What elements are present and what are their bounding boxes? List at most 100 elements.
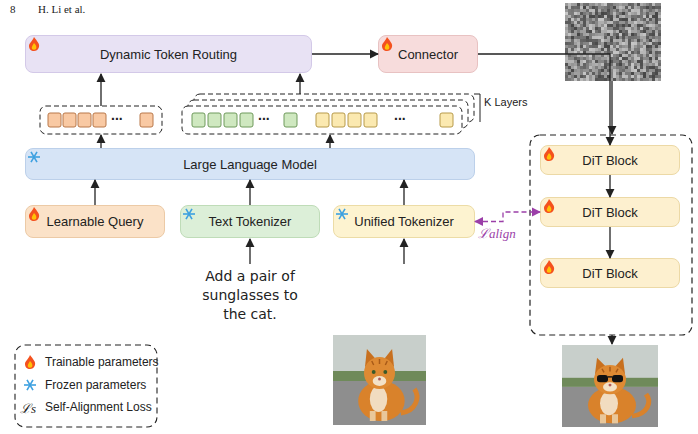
noise-pixel [622,3,625,6]
noise-pixel [577,27,580,30]
noise-pixel [586,3,589,6]
noise-pixel [601,48,604,51]
noise-pixel [586,18,589,21]
noise-pixel [658,12,661,15]
noise-pixel [586,15,589,18]
noise-pixel [586,63,589,66]
noise-pixel [658,54,661,57]
noise-pixel [601,24,604,27]
noise-pixel [640,18,643,21]
noise-pixel [580,30,583,33]
noise-pixel [577,60,580,63]
noise-pixel [643,9,646,12]
noise-pixel [652,69,655,72]
noise-pixel [592,12,595,15]
flame-outer [25,355,35,369]
snowflake-arm [186,209,192,219]
noise-pixel [586,6,589,9]
noise-pixel [649,15,652,18]
noise-pixel [565,9,568,12]
noise-pixel [628,66,631,69]
noise-pixel [640,45,643,48]
noise-pixel [580,63,583,66]
noise-pixel [652,6,655,9]
noise-pixel [616,3,619,6]
noise-pixel [577,12,580,15]
noise-pixel [574,57,577,60]
cat-muzzle [603,382,617,391]
noise-pixel [634,66,637,69]
noise-pixel [601,69,604,72]
noise-pixel [565,12,568,15]
noise-pixel [583,36,586,39]
noise-pixel [646,30,649,33]
noise-pixel [583,9,586,12]
noise-pixel [577,75,580,78]
ellipsis: ... [111,107,123,123]
noise-pixel [646,9,649,12]
noise-pixel [658,3,661,6]
noise-pixel [586,36,589,39]
noise-pixel [610,3,613,6]
noise-pixel [595,54,598,57]
noise-pixel [634,45,637,48]
noise-pixel [619,63,622,66]
road [562,387,658,427]
noise-pixel [622,63,625,66]
noise-pixel [574,18,577,21]
noise-pixel [583,21,586,24]
noise-pixel [631,39,634,42]
noise-pixel [586,24,589,27]
noise-pixel [640,12,643,15]
flame-outer [382,37,392,51]
noise-pixel [592,48,595,51]
flame-outer [544,199,554,213]
noise-pixel [634,33,637,36]
noise-pixel [586,27,589,30]
noise-pixel [655,18,658,21]
noise-pixel [607,75,610,78]
noise-pixel [586,9,589,12]
noise-pixel [640,33,643,36]
snowflake-arm [27,380,33,390]
noise-pixel [601,27,604,30]
noise-pixel [568,6,571,9]
noise-pixel [640,6,643,9]
frozen-icon [183,209,195,219]
noise-pixel [604,6,607,9]
noise-pixel [580,66,583,69]
cat-eye [372,370,376,374]
noise-pixel [643,15,646,18]
noise-pixel [625,9,628,12]
noise-pixel [658,21,661,24]
noise-pixel [652,72,655,75]
noise-pixel [580,36,583,39]
noise-pixel [571,6,574,9]
noise-pixel [568,3,571,6]
noise-pixel [649,30,652,33]
noise-pixel [568,42,571,45]
noise-pixel [655,33,658,36]
noise-pixel [577,69,580,72]
noise-pixel [574,27,577,30]
noise-pixel [571,72,574,75]
noise-pixel [625,69,628,72]
noise-pixel [637,30,640,33]
noise-pixel [583,45,586,48]
noise-pixel [571,15,574,18]
noise-pixel [649,33,652,36]
noise-pixel [628,48,631,51]
flow-arrow [611,335,612,344]
noise-pixel [610,30,613,33]
noise-pixel [574,75,577,78]
noise-pixel [625,27,628,30]
noise-pixel [574,78,577,81]
noise-pixel [565,18,568,21]
noise-pixel [574,30,577,33]
noise-pixel [655,57,658,60]
noise-pixel [646,3,649,6]
noise-pixel [616,27,619,30]
noise-pixel [646,21,649,24]
noise-pixel [568,36,571,39]
noise-pixel [601,9,604,12]
